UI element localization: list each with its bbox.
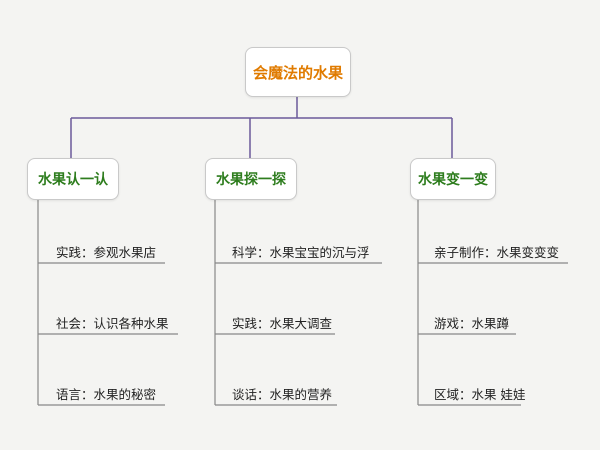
- leaf-2-1: 科学：水果宝宝的沉与浮: [232, 245, 370, 260]
- leaf-2-3: 谈话：水果的营养: [232, 387, 333, 402]
- leaf-1-1: 实践：参观水果店: [56, 245, 157, 260]
- branch-node-1: 水果认一认: [27, 158, 119, 200]
- leaf-1-2: 社会：认识各种水果: [56, 316, 169, 331]
- leaf-3-2: 游戏：水果蹲: [434, 316, 510, 331]
- leaf-3-1: 亲子制作：水果变变变: [434, 245, 560, 260]
- leaf-2-2: 实践：水果大调查: [232, 316, 333, 331]
- root-node: 会魔法的水果: [245, 47, 351, 97]
- branch-node-2: 水果探一探: [205, 158, 297, 200]
- leaf-3-3: 区域：水果 娃娃: [434, 387, 526, 402]
- leaf-1-3: 语言：水果的秘密: [56, 387, 157, 402]
- branch-node-3: 水果变一变: [410, 158, 496, 200]
